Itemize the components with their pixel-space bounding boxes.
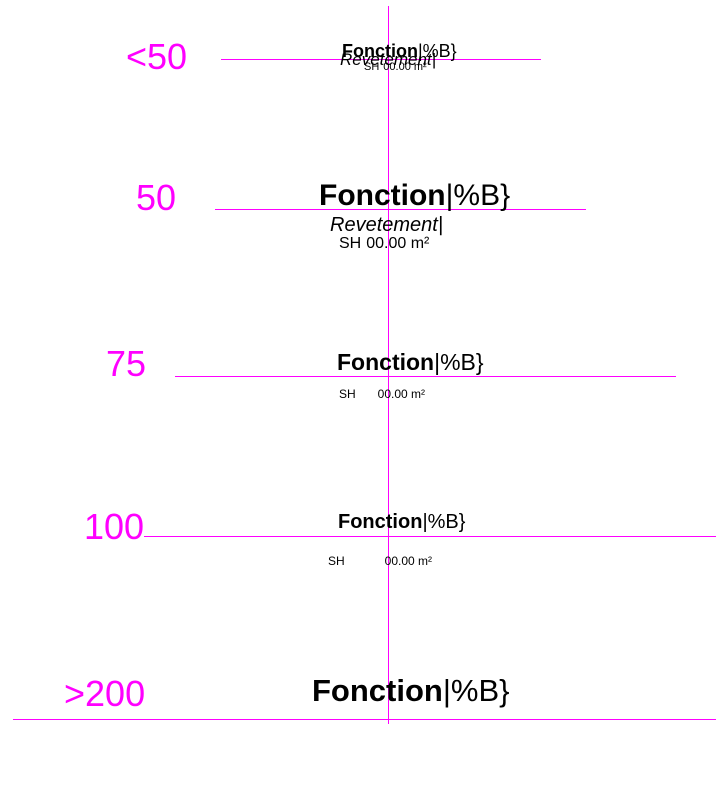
baseline-line-gt200 bbox=[13, 719, 716, 720]
baseline-line-lt50 bbox=[221, 59, 541, 60]
function-label-50: Fonction|%B} bbox=[319, 181, 510, 211]
baseline-line-75 bbox=[175, 376, 676, 377]
function-name: Fonction bbox=[319, 179, 446, 212]
function-name: Fonction bbox=[337, 349, 435, 375]
vertical-axis-line bbox=[388, 6, 389, 724]
scale-label-75: 75 bbox=[106, 343, 147, 384]
scale-label-100: 100 bbox=[84, 506, 145, 547]
area-value: 00.00 m² bbox=[383, 61, 427, 73]
function-label-100: Fonction|%B} bbox=[338, 512, 465, 532]
function-code: |%B} bbox=[417, 41, 457, 61]
area-prefix: SH bbox=[364, 61, 380, 73]
function-code: |%B} bbox=[434, 349, 484, 375]
function-code: |%B} bbox=[445, 179, 511, 212]
area-label-75: SH 00.00 m² bbox=[339, 388, 425, 400]
function-name: Fonction bbox=[312, 673, 443, 708]
area-value: 00.00 m² bbox=[366, 235, 430, 252]
function-name: Fonction bbox=[338, 511, 423, 533]
area-prefix: SH bbox=[328, 554, 345, 568]
area-value: 00.00 m² bbox=[377, 387, 426, 401]
function-label-75: Fonction|%B} bbox=[337, 351, 484, 374]
scale-label-50: 50 bbox=[136, 177, 177, 218]
scale-label-lt50: <50 bbox=[126, 36, 188, 77]
area-prefix: SH bbox=[339, 387, 356, 401]
function-code: |%B} bbox=[442, 673, 510, 708]
area-value: 00.00 m² bbox=[384, 554, 433, 568]
function-label-gt200: Fonction|%B} bbox=[312, 675, 510, 706]
area-label-100: SH 00.00 m² bbox=[328, 555, 432, 567]
scale-label-gt200: >200 bbox=[64, 673, 146, 714]
function-code: |%B} bbox=[422, 511, 466, 533]
covering-label-50: Revetement| bbox=[330, 214, 444, 236]
covering-label-lt50: Revetement| bbox=[340, 50, 437, 69]
baseline-line-50 bbox=[215, 209, 586, 210]
area-prefix: SH bbox=[339, 235, 362, 252]
baseline-line-100 bbox=[144, 536, 716, 537]
function-label-lt50: Fonction|%B} bbox=[342, 42, 457, 60]
function-name: Fonction bbox=[342, 41, 418, 61]
